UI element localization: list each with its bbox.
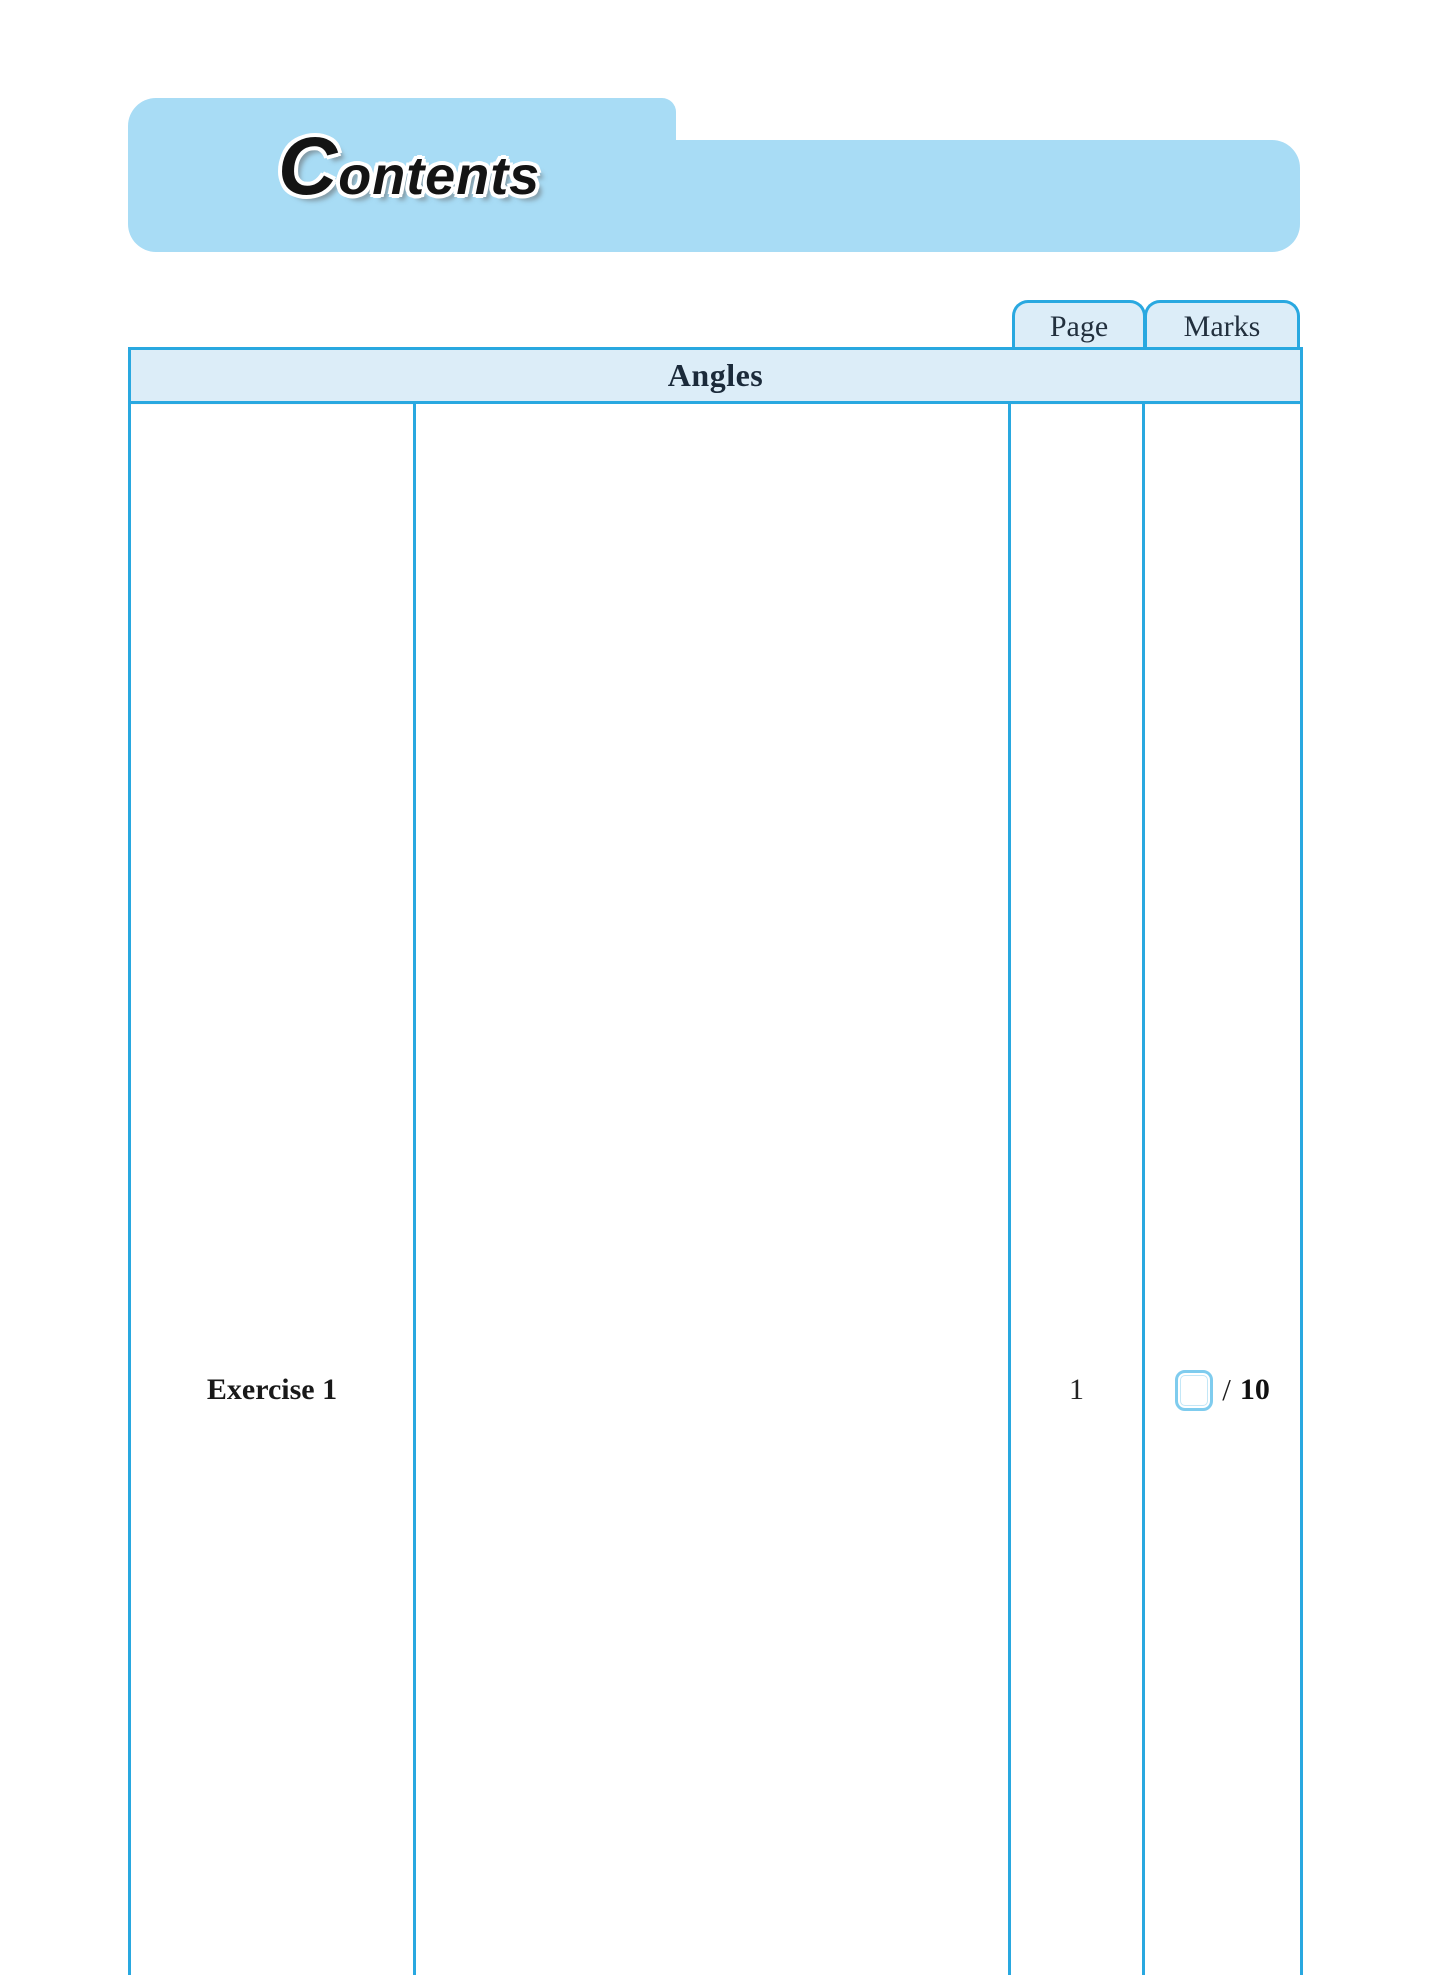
marks-cell: / 10 [1141,401,1304,1975]
marks-slash: / [1222,1372,1231,1407]
banner-shape-right [672,140,1300,252]
exercise-row: Exercise 1 Multiple-choice Questions1 / 1… [128,401,1304,1975]
marks-total: 10 [1239,1373,1270,1406]
marks-checkbox[interactable] [1175,1369,1214,1411]
column-header-marks-label: Marks [1183,309,1261,343]
page-title-rest: ontents [338,146,541,206]
column-header-marks: Marks [1144,300,1300,350]
banner-shape-left [128,98,676,252]
exercise-name-cell: Exercise 1 [128,401,416,1975]
column-header-page-label: Page [1049,309,1109,343]
column-header-page: Page [1012,300,1146,350]
exercise-label: Exercise 1 [206,1373,338,1406]
section-title: Angles [127,347,1304,404]
section-row: Angles [127,347,1304,404]
page-title-initial: C [278,121,339,212]
page-number-cell: 1 [1008,401,1145,1975]
question-type-cell: Multiple-choice Questions [413,401,1011,1975]
